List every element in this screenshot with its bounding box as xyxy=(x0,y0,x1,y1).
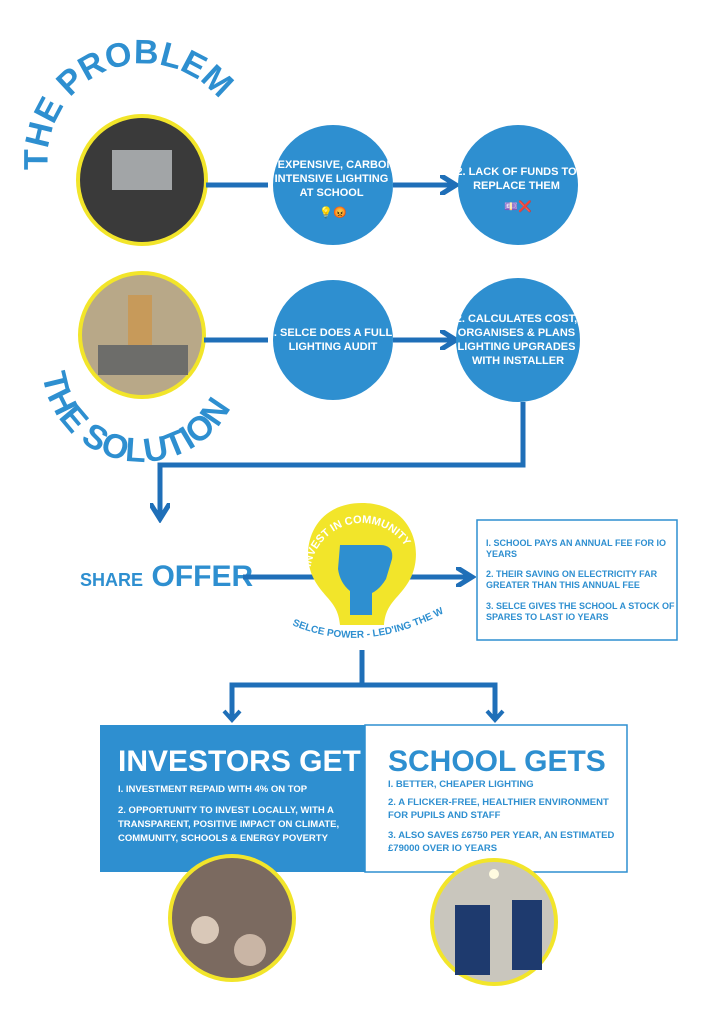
ceiling-light xyxy=(112,150,172,190)
solution-step-2-text: 2. CALCULATES COST, ORGANISES & PLANS LI… xyxy=(456,313,580,367)
school-points: I. BETTER, CHEAPER LIGHTING 2. A FLICKER… xyxy=(388,779,617,854)
blue-door xyxy=(512,900,542,970)
person xyxy=(191,916,219,944)
investors-title: INVESTORS GET xyxy=(118,745,361,778)
split-connector xyxy=(229,682,498,718)
investors-points: I. INVESTMENT REPAID WITH 4% ON TOP 2. O… xyxy=(118,784,342,844)
share-offer-label: SHARE OFFER xyxy=(80,560,253,593)
investors-section: INVESTORS GET I. INVESTMENT REPAID WITH … xyxy=(100,725,365,982)
flow-connector xyxy=(160,402,526,515)
problem-step-1-text: I. EXPENSIVE, CARBON INTENSIVE LIGHTING … xyxy=(269,159,398,219)
problem-section: THE PROBLEM I. EXPENSIVE, CARBON INTENSI… xyxy=(17,33,579,246)
arrow-head xyxy=(222,709,242,724)
solution-section: THE SOLUTION I. SELCE DOES A FULL LIGHTI… xyxy=(34,271,580,515)
school-box xyxy=(364,724,628,873)
share-offer-box xyxy=(476,519,678,641)
investors-photo xyxy=(168,854,296,982)
solution-step-2 xyxy=(456,278,580,402)
problem-step-2-text: 2. LACK OF FUNDS TO REPLACE THEM 💷❌ xyxy=(456,166,579,213)
wood-panel xyxy=(128,295,152,345)
solution-step-1 xyxy=(273,280,393,400)
school-section: SCHOOL GETS I. BETTER, CHEAPER LIGHTING … xyxy=(364,724,628,986)
problem-step-2 xyxy=(458,125,578,245)
person xyxy=(234,934,266,966)
school-title: SCHOOL GETS xyxy=(388,745,606,778)
problem-step-1 xyxy=(273,125,393,245)
ceiling-light xyxy=(489,869,499,879)
investors-box xyxy=(100,725,365,872)
share-offer-points: I. SCHOOL PAYS AN ANNUAL FEE FOR IO YEAR… xyxy=(486,538,677,622)
solution-step-1-text: I. SELCE DOES A FULL LIGHTING AUDIT xyxy=(271,327,395,353)
raised-fist-icon xyxy=(338,545,393,615)
arrow-head xyxy=(485,709,505,724)
blue-door xyxy=(455,905,490,975)
classroom-desks xyxy=(98,345,188,375)
